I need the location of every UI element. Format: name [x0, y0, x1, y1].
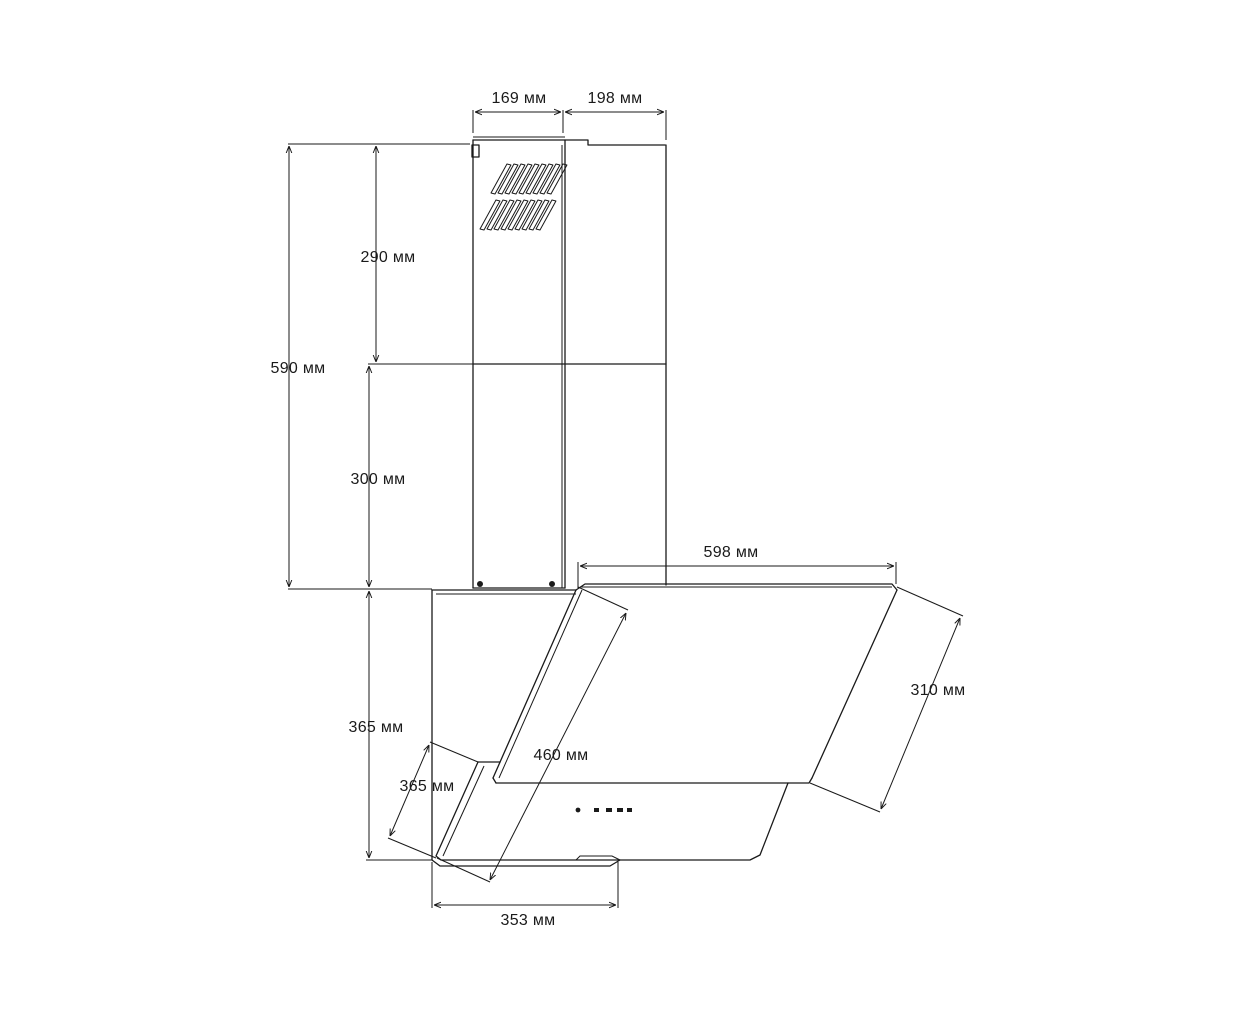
chimney	[471, 136, 667, 589]
vent-slot	[500, 199, 522, 231]
vent-slot	[528, 199, 550, 231]
vent-slot	[532, 163, 554, 195]
vent-slot	[490, 163, 512, 195]
vent-slot	[486, 199, 508, 231]
dim-label-lower-chimney-height: 300 мм	[351, 471, 406, 488]
dim-label-glass-height: 310 мм	[911, 682, 966, 699]
dim-label-upper-chimney-height: 290 мм	[361, 249, 416, 266]
vent-slot	[525, 163, 547, 195]
vent-slot	[521, 199, 543, 231]
vent-slots	[479, 163, 568, 231]
dimension-lines	[288, 110, 964, 908]
dim-label-bottom-depth: 353 мм	[501, 912, 556, 929]
vent-slot	[518, 163, 540, 195]
dim-label-total-chimney-height: 590 мм	[271, 360, 326, 377]
dim-label-chimney-width: 169 мм	[492, 90, 547, 107]
vent-slot	[497, 163, 519, 195]
dim-label-body-height: 365 мм	[349, 719, 404, 736]
dim-label-chimney-depth: 198 мм	[588, 90, 643, 107]
vent-slot	[546, 163, 568, 195]
dim-label-hood-width: 598 мм	[704, 544, 759, 561]
vent-slot	[539, 163, 561, 195]
hood-body	[431, 583, 898, 867]
vent-slot	[493, 199, 515, 231]
vent-slot	[479, 199, 501, 231]
vent-slot	[511, 163, 533, 195]
vent-slot	[507, 199, 529, 231]
dimension-labels: 169 мм 198 мм 290 мм 590 мм 300 мм 598 м…	[271, 90, 966, 929]
vent-slot	[535, 199, 557, 231]
dim-label-side-depth: 365 мм	[400, 778, 455, 795]
vent-slot	[504, 163, 526, 195]
dim-label-glass-diagonal: 460 мм	[534, 747, 589, 764]
vent-slot	[514, 199, 536, 231]
